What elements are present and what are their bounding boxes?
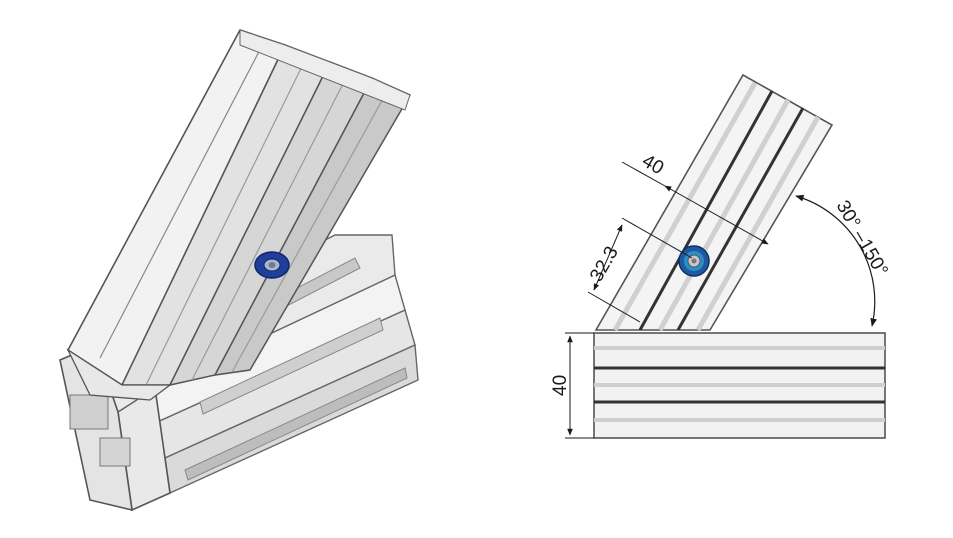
dimension-drawing: 40 32.3 30° –150° 40 xyxy=(550,73,892,439)
dimension-label-top-width: 40 xyxy=(638,150,667,179)
dimension-label-angle: 30° –150° xyxy=(832,197,892,280)
angled-profile-2d xyxy=(594,73,834,332)
dimension-label-slot-offset: 32.3 xyxy=(586,243,623,286)
dimension-base-height: 40 xyxy=(550,332,594,439)
hex-bolt-icon xyxy=(254,251,290,279)
dimension-label-base-height: 40 xyxy=(550,375,571,396)
isometric-view xyxy=(59,29,419,512)
base-profile-2d xyxy=(593,332,886,439)
dimension-angle: 30° –150° xyxy=(795,194,892,327)
hex-bolt-icon xyxy=(678,245,710,277)
angled-profile-3d xyxy=(66,29,412,401)
